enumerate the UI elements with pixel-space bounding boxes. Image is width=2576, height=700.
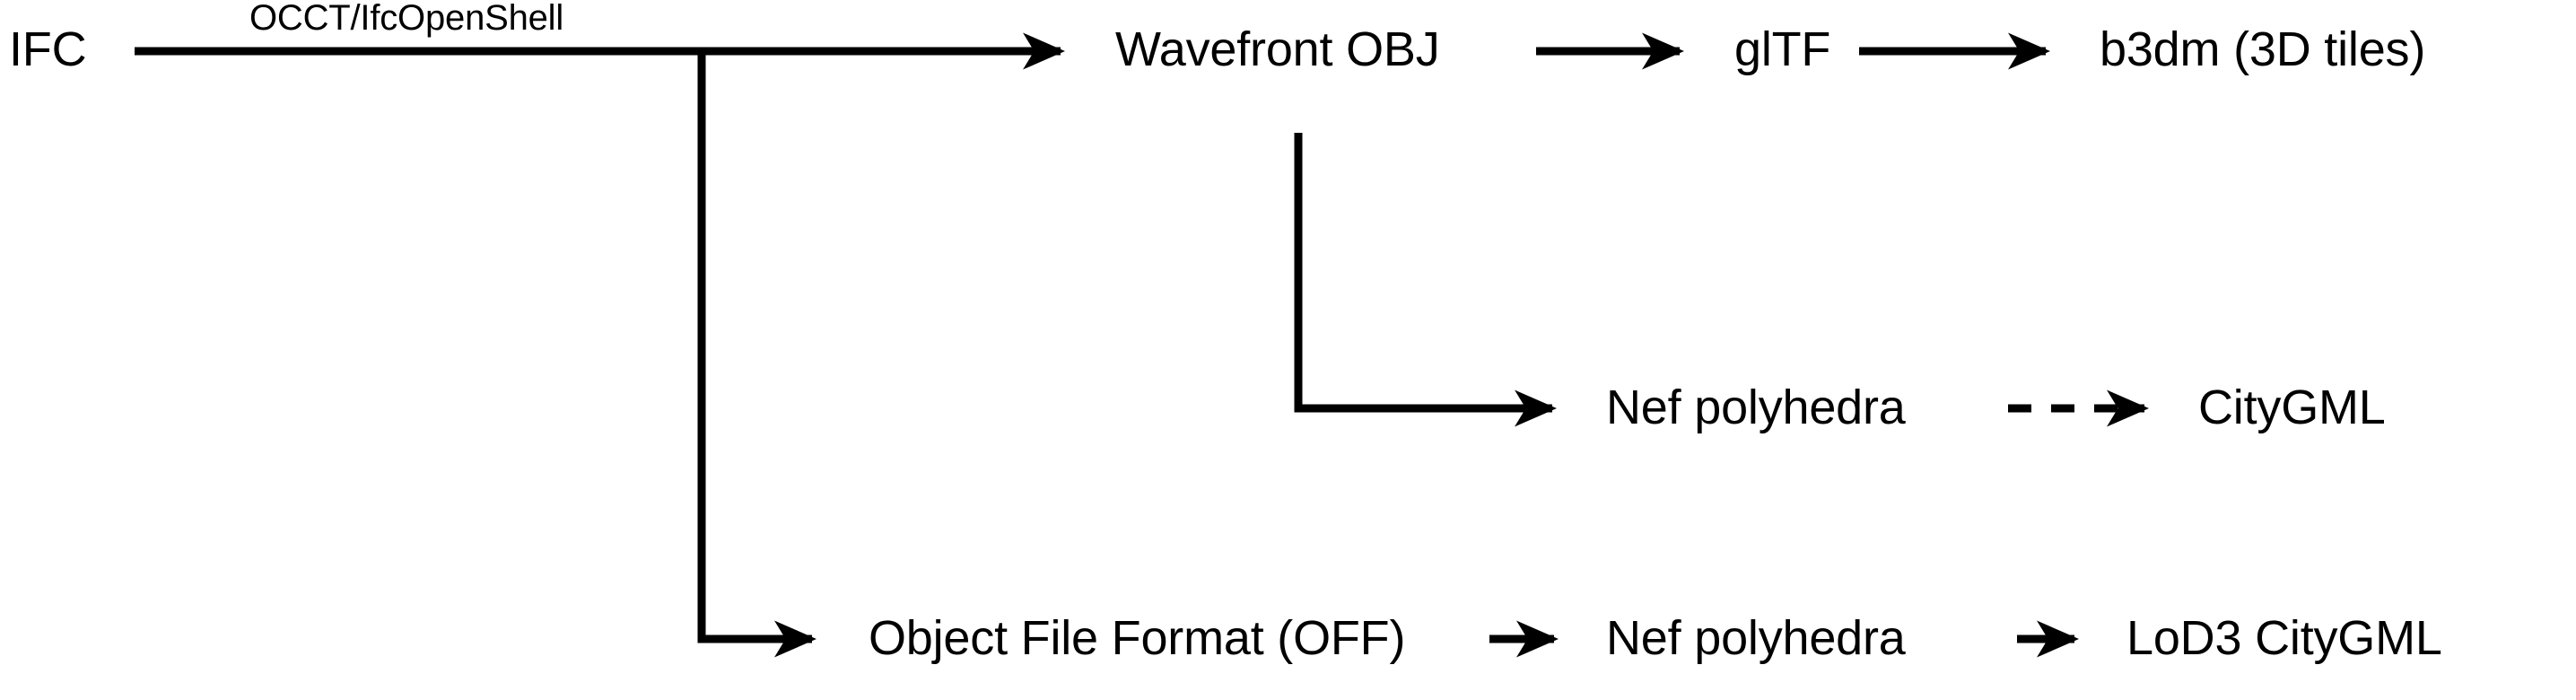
node-ifc: IFC <box>9 22 87 76</box>
node-wavefront-obj: Wavefront OBJ <box>1115 22 1440 76</box>
node-nef-polyhedra-middle: Nef polyhedra <box>1606 381 1906 434</box>
node-citygml: CityGML <box>2198 381 2386 434</box>
edge-obj-to-nef-polyhedra <box>1294 133 1557 427</box>
edge-ifc-to-off <box>697 51 816 658</box>
node-object-file-format-off: Object File Format (OFF) <box>869 611 1406 665</box>
node-nef-polyhedra-bottom: Nef polyhedra <box>1606 611 1906 665</box>
node-lod3-citygml: LoD3 CityGML <box>2126 611 2442 665</box>
node-gltf: glTF <box>1734 22 1831 76</box>
node-b3dm: b3dm (3D tiles) <box>2100 22 2426 76</box>
edge-label-occt-ifcopenshell: OCCT/IfcOpenShell <box>249 0 564 38</box>
